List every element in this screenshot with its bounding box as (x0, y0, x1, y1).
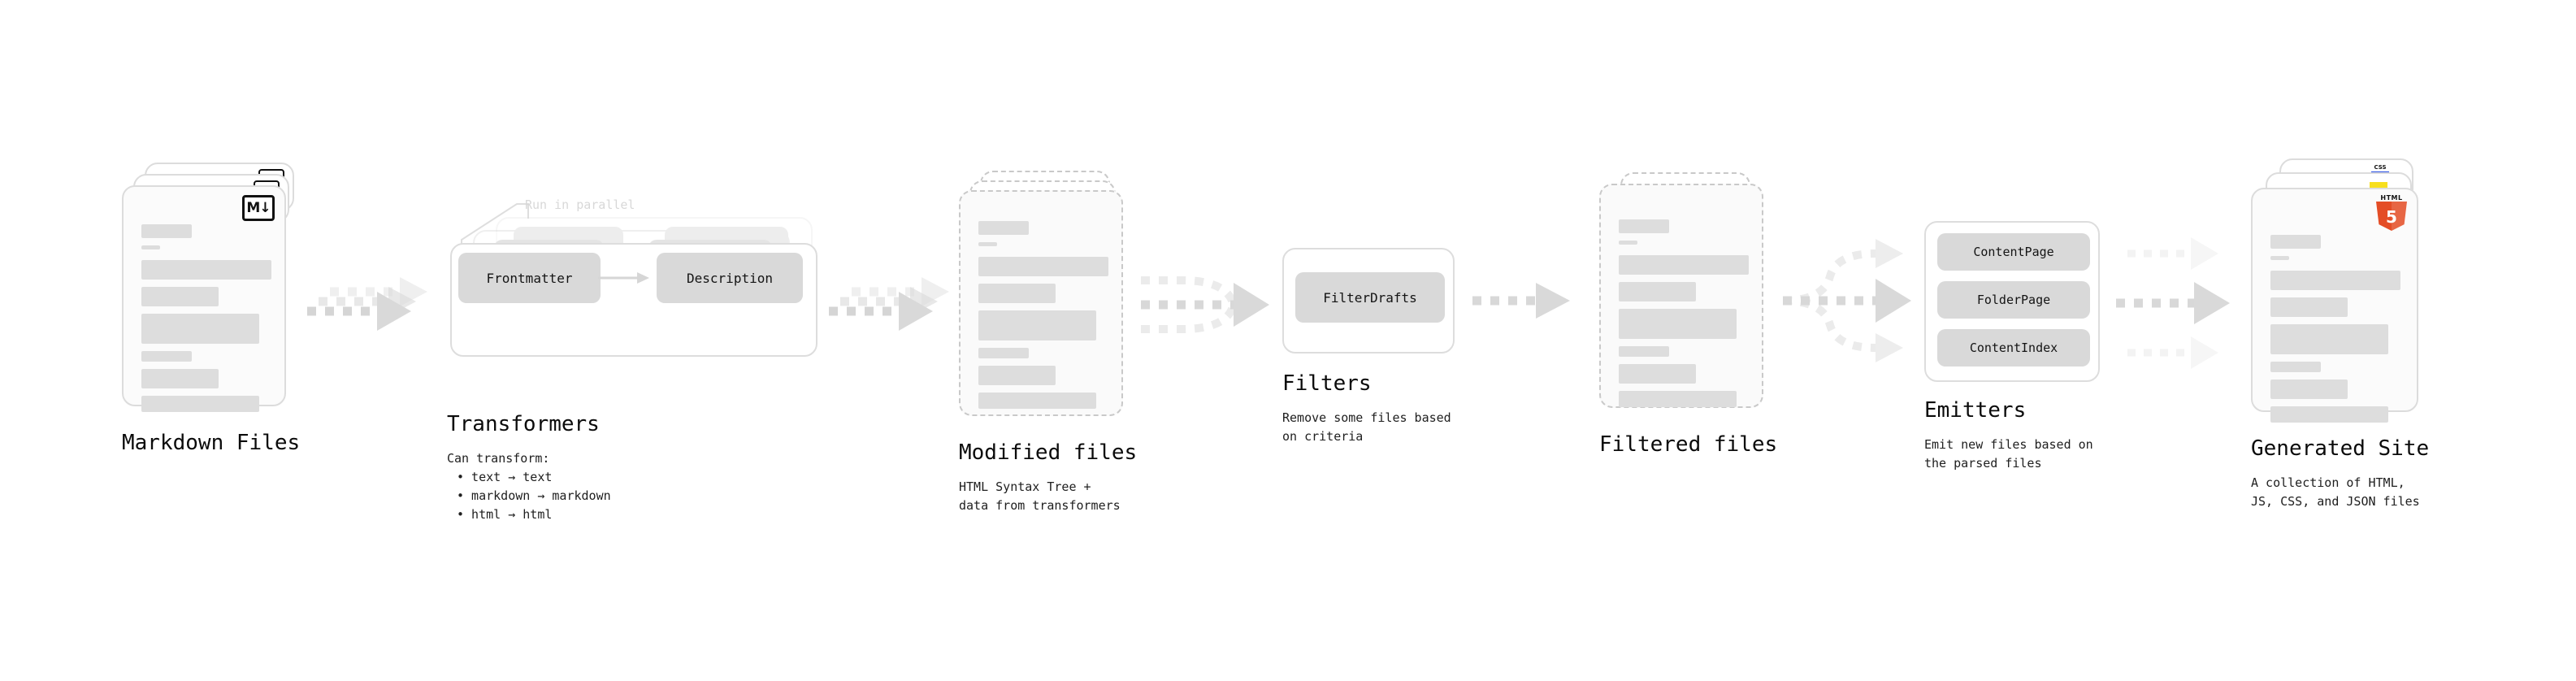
content-bar (1619, 391, 1737, 407)
content-bar (1619, 309, 1737, 339)
html5-label: HTML (2380, 194, 2403, 202)
markdown-icon-front: M↓ (242, 195, 275, 221)
content-bar (978, 284, 1056, 303)
content-bar (141, 351, 192, 362)
filters-subtitle: Remove some files based on criteria (1282, 410, 1451, 444)
run-in-parallel-label: Run in parallel (525, 197, 635, 212)
site-card-content (2270, 235, 2400, 430)
content-bar (978, 393, 1096, 409)
markdown-arrow: ↓ (259, 199, 271, 216)
arrow-markdown-to-transformers (307, 277, 427, 331)
transformer-chip-description[interactable]: Description (657, 253, 803, 303)
modified-card-stack (959, 171, 1138, 431)
content-bar (978, 242, 997, 246)
transformer-chip-label: Description (687, 270, 773, 286)
stage-title-transformers: Transformers (447, 412, 600, 436)
content-bar (1619, 282, 1696, 301)
stage-filters: FilterDrafts Filters Remove some files b… (1282, 248, 1455, 444)
transformers-bullet: • html → html (457, 507, 553, 522)
content-bar (978, 221, 1029, 235)
arrow-transformers-to-modified (829, 277, 949, 331)
content-bar (2270, 406, 2388, 423)
generated-site-subtitle: A collection of HTML, JS, CSS, and JSON … (2251, 475, 2420, 509)
filters-box: FilterDrafts (1282, 248, 1455, 354)
content-bar (1619, 346, 1669, 357)
modified-files-subtitle: HTML Syntax Tree + data from transformer… (959, 479, 1121, 513)
content-bar (141, 314, 259, 344)
stage-transformers: Run in parallel Frontmatter (447, 191, 829, 522)
markdown-card-content (141, 224, 271, 419)
stage-title-generated-site: Generated Site (2251, 436, 2430, 461)
content-bar (1619, 219, 1669, 233)
content-bar (978, 366, 1056, 385)
filter-chip-filterdrafts[interactable]: FilterDrafts (1295, 272, 1445, 323)
markdown-letter: M (246, 199, 260, 216)
filter-chip-label: FilterDrafts (1323, 289, 1417, 306)
transformers-box-stack: Run in parallel Frontmatter (447, 191, 829, 366)
site-card-html: HTML (2251, 188, 2418, 423)
stage-title-filtered-files: Filtered files (1599, 432, 1778, 457)
arrow-filters-to-filtered (1472, 283, 1570, 319)
content-bar (978, 310, 1096, 340)
markdown-card-front: M↓ (122, 185, 286, 412)
modified-card-front (959, 190, 1123, 416)
markdown-card-stack: M↓ M↓ M↓ (122, 163, 301, 423)
emitter-chip-label: ContentIndex (1969, 340, 2058, 355)
content-bar (2270, 297, 2348, 317)
modified-card-content (978, 221, 1108, 416)
transformers-bullet: • markdown → markdown (457, 488, 611, 503)
content-bar (1619, 241, 1637, 245)
stage-modified-files: Modified files HTML Syntax Tree + data f… (959, 171, 1138, 513)
emitters-subtitle: Emit new files based on the parsed files (1924, 437, 2093, 471)
stage-emitters: ContentPage FolderPage ContentIndex Emit… (1924, 221, 2100, 471)
content-bar (141, 287, 219, 306)
filtered-card-content (1619, 219, 1749, 414)
stage-title-markdown-files: Markdown Files (122, 431, 301, 455)
emitter-chip-label: ContentPage (1973, 245, 2054, 259)
html5-shield (2376, 202, 2407, 231)
content-bar (1619, 364, 1696, 384)
site-card-stack: CSS HTML (2251, 158, 2438, 427)
stage-generated-site: CSS HTML (2251, 158, 2438, 509)
stage-filtered-files: Filtered files (1599, 172, 1778, 457)
content-bar (141, 396, 259, 412)
content-bar (141, 369, 219, 388)
stage-title-emitters: Emitters (1924, 398, 2027, 423)
content-bar (978, 257, 1108, 276)
emitters-box: ContentPage FolderPage ContentIndex (1924, 221, 2100, 382)
css-label: CSS (2374, 164, 2387, 171)
content-bar (2270, 271, 2400, 290)
content-bar (1619, 255, 1749, 275)
filtered-card-front (1599, 184, 1763, 408)
stage-title-modified-files: Modified files (959, 440, 1138, 465)
transformers-bullet: • text → text (457, 470, 553, 484)
emitter-chip-contentpage[interactable]: ContentPage (1937, 233, 2090, 271)
content-bar (2270, 380, 2348, 399)
transformer-chip-frontmatter[interactable]: Frontmatter (458, 253, 601, 303)
stage-title-filters: Filters (1282, 371, 1372, 396)
content-bar (141, 224, 192, 238)
content-bar (2270, 235, 2321, 249)
transformer-connector-front (598, 272, 649, 284)
transformers-subtitle-head: Can transform: (447, 451, 550, 466)
transformer-chip-label: Frontmatter (486, 270, 573, 286)
content-bar (978, 348, 1029, 358)
emitter-chip-folderpage[interactable]: FolderPage (1937, 281, 2090, 319)
arrow-modified-to-filters-merge (1141, 276, 1269, 333)
emitter-chip-label: FolderPage (1976, 293, 2051, 307)
filtered-card-stack (1599, 172, 1778, 432)
content-bar (141, 245, 160, 249)
stage-markdown-files: M↓ M↓ M↓ (122, 163, 301, 455)
content-bar (2270, 324, 2388, 354)
content-bar (2270, 362, 2321, 372)
emitter-chip-contentindex[interactable]: ContentIndex (1937, 329, 2090, 367)
content-bar (2270, 256, 2289, 260)
arrow-filtered-to-emitters-split (1782, 239, 1911, 362)
arrow-emitters-to-site (2116, 237, 2230, 369)
content-bar (141, 260, 271, 280)
transformers-bullet-list: • text → text • markdown → markdown • ht… (457, 468, 611, 524)
html5-icon: HTML (2376, 194, 2407, 231)
